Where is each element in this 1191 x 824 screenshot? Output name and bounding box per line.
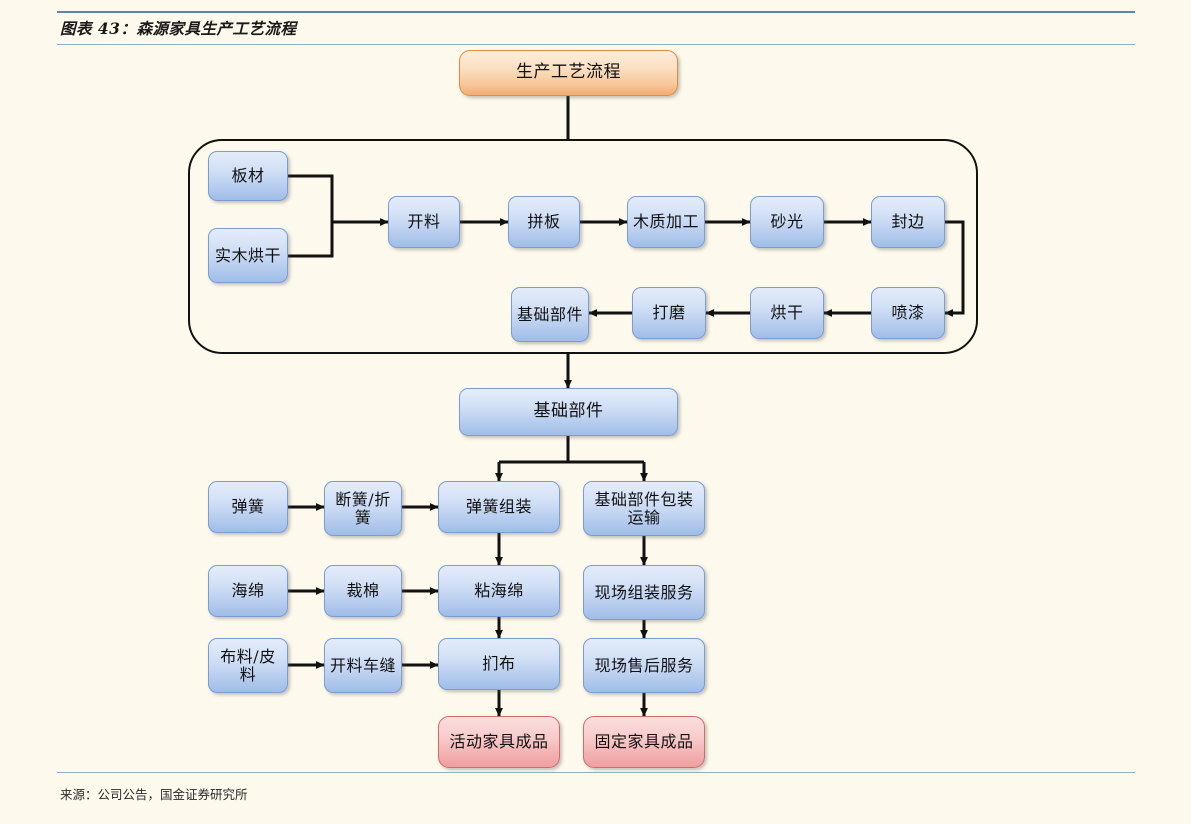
node-label: 拼板 bbox=[527, 212, 561, 232]
node-label: 喷漆 bbox=[891, 303, 925, 323]
node-fabric[interactable]: 布料/皮料 bbox=[208, 638, 288, 693]
node-gluesponge[interactable]: 粘海绵 bbox=[438, 565, 560, 617]
node-fixed[interactable]: 固定家具成品 bbox=[583, 716, 705, 768]
node-label: 固定家具成品 bbox=[594, 732, 694, 752]
header-rule-top bbox=[57, 11, 1135, 13]
node-label: 生产工艺流程 bbox=[516, 62, 621, 83]
node-spring[interactable]: 弹簧 bbox=[208, 481, 288, 533]
node-label: 现场售后服务 bbox=[594, 655, 694, 675]
node-cutsew[interactable]: 开料车缝 bbox=[324, 638, 402, 693]
node-label: 砂光 bbox=[770, 212, 804, 232]
node-spray[interactable]: 喷漆 bbox=[871, 287, 945, 339]
node-sponge[interactable]: 海绵 bbox=[208, 565, 288, 617]
node-label: 基础部件 bbox=[533, 401, 604, 422]
node-aftersales[interactable]: 现场售后服务 bbox=[583, 638, 705, 693]
node-label: 打磨 bbox=[652, 303, 686, 323]
node-label: 现场组装服务 bbox=[594, 582, 694, 602]
node-polishing[interactable]: 打磨 bbox=[632, 287, 706, 339]
node-label: 断簧/折簧 bbox=[335, 489, 391, 527]
node-edging[interactable]: 封边 bbox=[871, 196, 945, 248]
node-label: 扪布 bbox=[482, 654, 516, 674]
node-springcut[interactable]: 断簧/折簧 bbox=[324, 481, 402, 536]
node-solidwood[interactable]: 实木烘干 bbox=[208, 228, 288, 283]
node-label: 烘干 bbox=[770, 303, 804, 323]
node-jointing[interactable]: 拼板 bbox=[508, 196, 580, 248]
node-label: 海绵 bbox=[231, 581, 265, 601]
node-uphol[interactable]: 扪布 bbox=[438, 638, 560, 690]
footer-rule bbox=[57, 772, 1135, 773]
page-title: 图表 43：森源家具生产工艺流程 bbox=[60, 19, 297, 38]
node-basepart1[interactable]: 基础部件 bbox=[511, 287, 589, 342]
stage-one-group-container bbox=[188, 139, 978, 354]
node-label: 开料 bbox=[407, 212, 441, 232]
node-label: 基础部件包装运输 bbox=[594, 489, 694, 527]
node-movable[interactable]: 活动家具成品 bbox=[438, 716, 560, 768]
node-label: 弹簧 bbox=[231, 497, 265, 517]
node-label: 木质加工 bbox=[632, 212, 699, 232]
node-woodwork[interactable]: 木质加工 bbox=[627, 196, 705, 248]
node-label: 开料车缝 bbox=[329, 655, 396, 675]
node-cutcotton[interactable]: 裁棉 bbox=[324, 565, 402, 617]
node-packship[interactable]: 基础部件包装运输 bbox=[583, 481, 705, 536]
node-label: 活动家具成品 bbox=[449, 732, 549, 752]
node-sanding[interactable]: 砂光 bbox=[750, 196, 824, 248]
node-drying[interactable]: 烘干 bbox=[750, 287, 824, 339]
node-label: 封边 bbox=[891, 212, 925, 232]
node-onsiteasm[interactable]: 现场组装服务 bbox=[583, 565, 705, 620]
node-label: 实木烘干 bbox=[214, 245, 281, 265]
node-springasm[interactable]: 弹簧组装 bbox=[438, 481, 560, 533]
node-label: 布料/皮料 bbox=[220, 646, 276, 684]
node-label: 基础部件 bbox=[516, 304, 583, 324]
header-rule-bottom bbox=[57, 44, 1135, 45]
node-root[interactable]: 生产工艺流程 bbox=[459, 50, 678, 96]
node-label: 粘海绵 bbox=[474, 581, 524, 601]
node-basepart2[interactable]: 基础部件 bbox=[459, 388, 678, 436]
source-note: 来源：公司公告，国金证券研究所 bbox=[60, 787, 248, 802]
node-board[interactable]: 板材 bbox=[208, 151, 288, 201]
node-label: 裁棉 bbox=[346, 581, 380, 601]
node-label: 板材 bbox=[231, 166, 265, 186]
node-label: 弹簧组装 bbox=[465, 497, 532, 517]
node-cutting[interactable]: 开料 bbox=[388, 196, 460, 248]
